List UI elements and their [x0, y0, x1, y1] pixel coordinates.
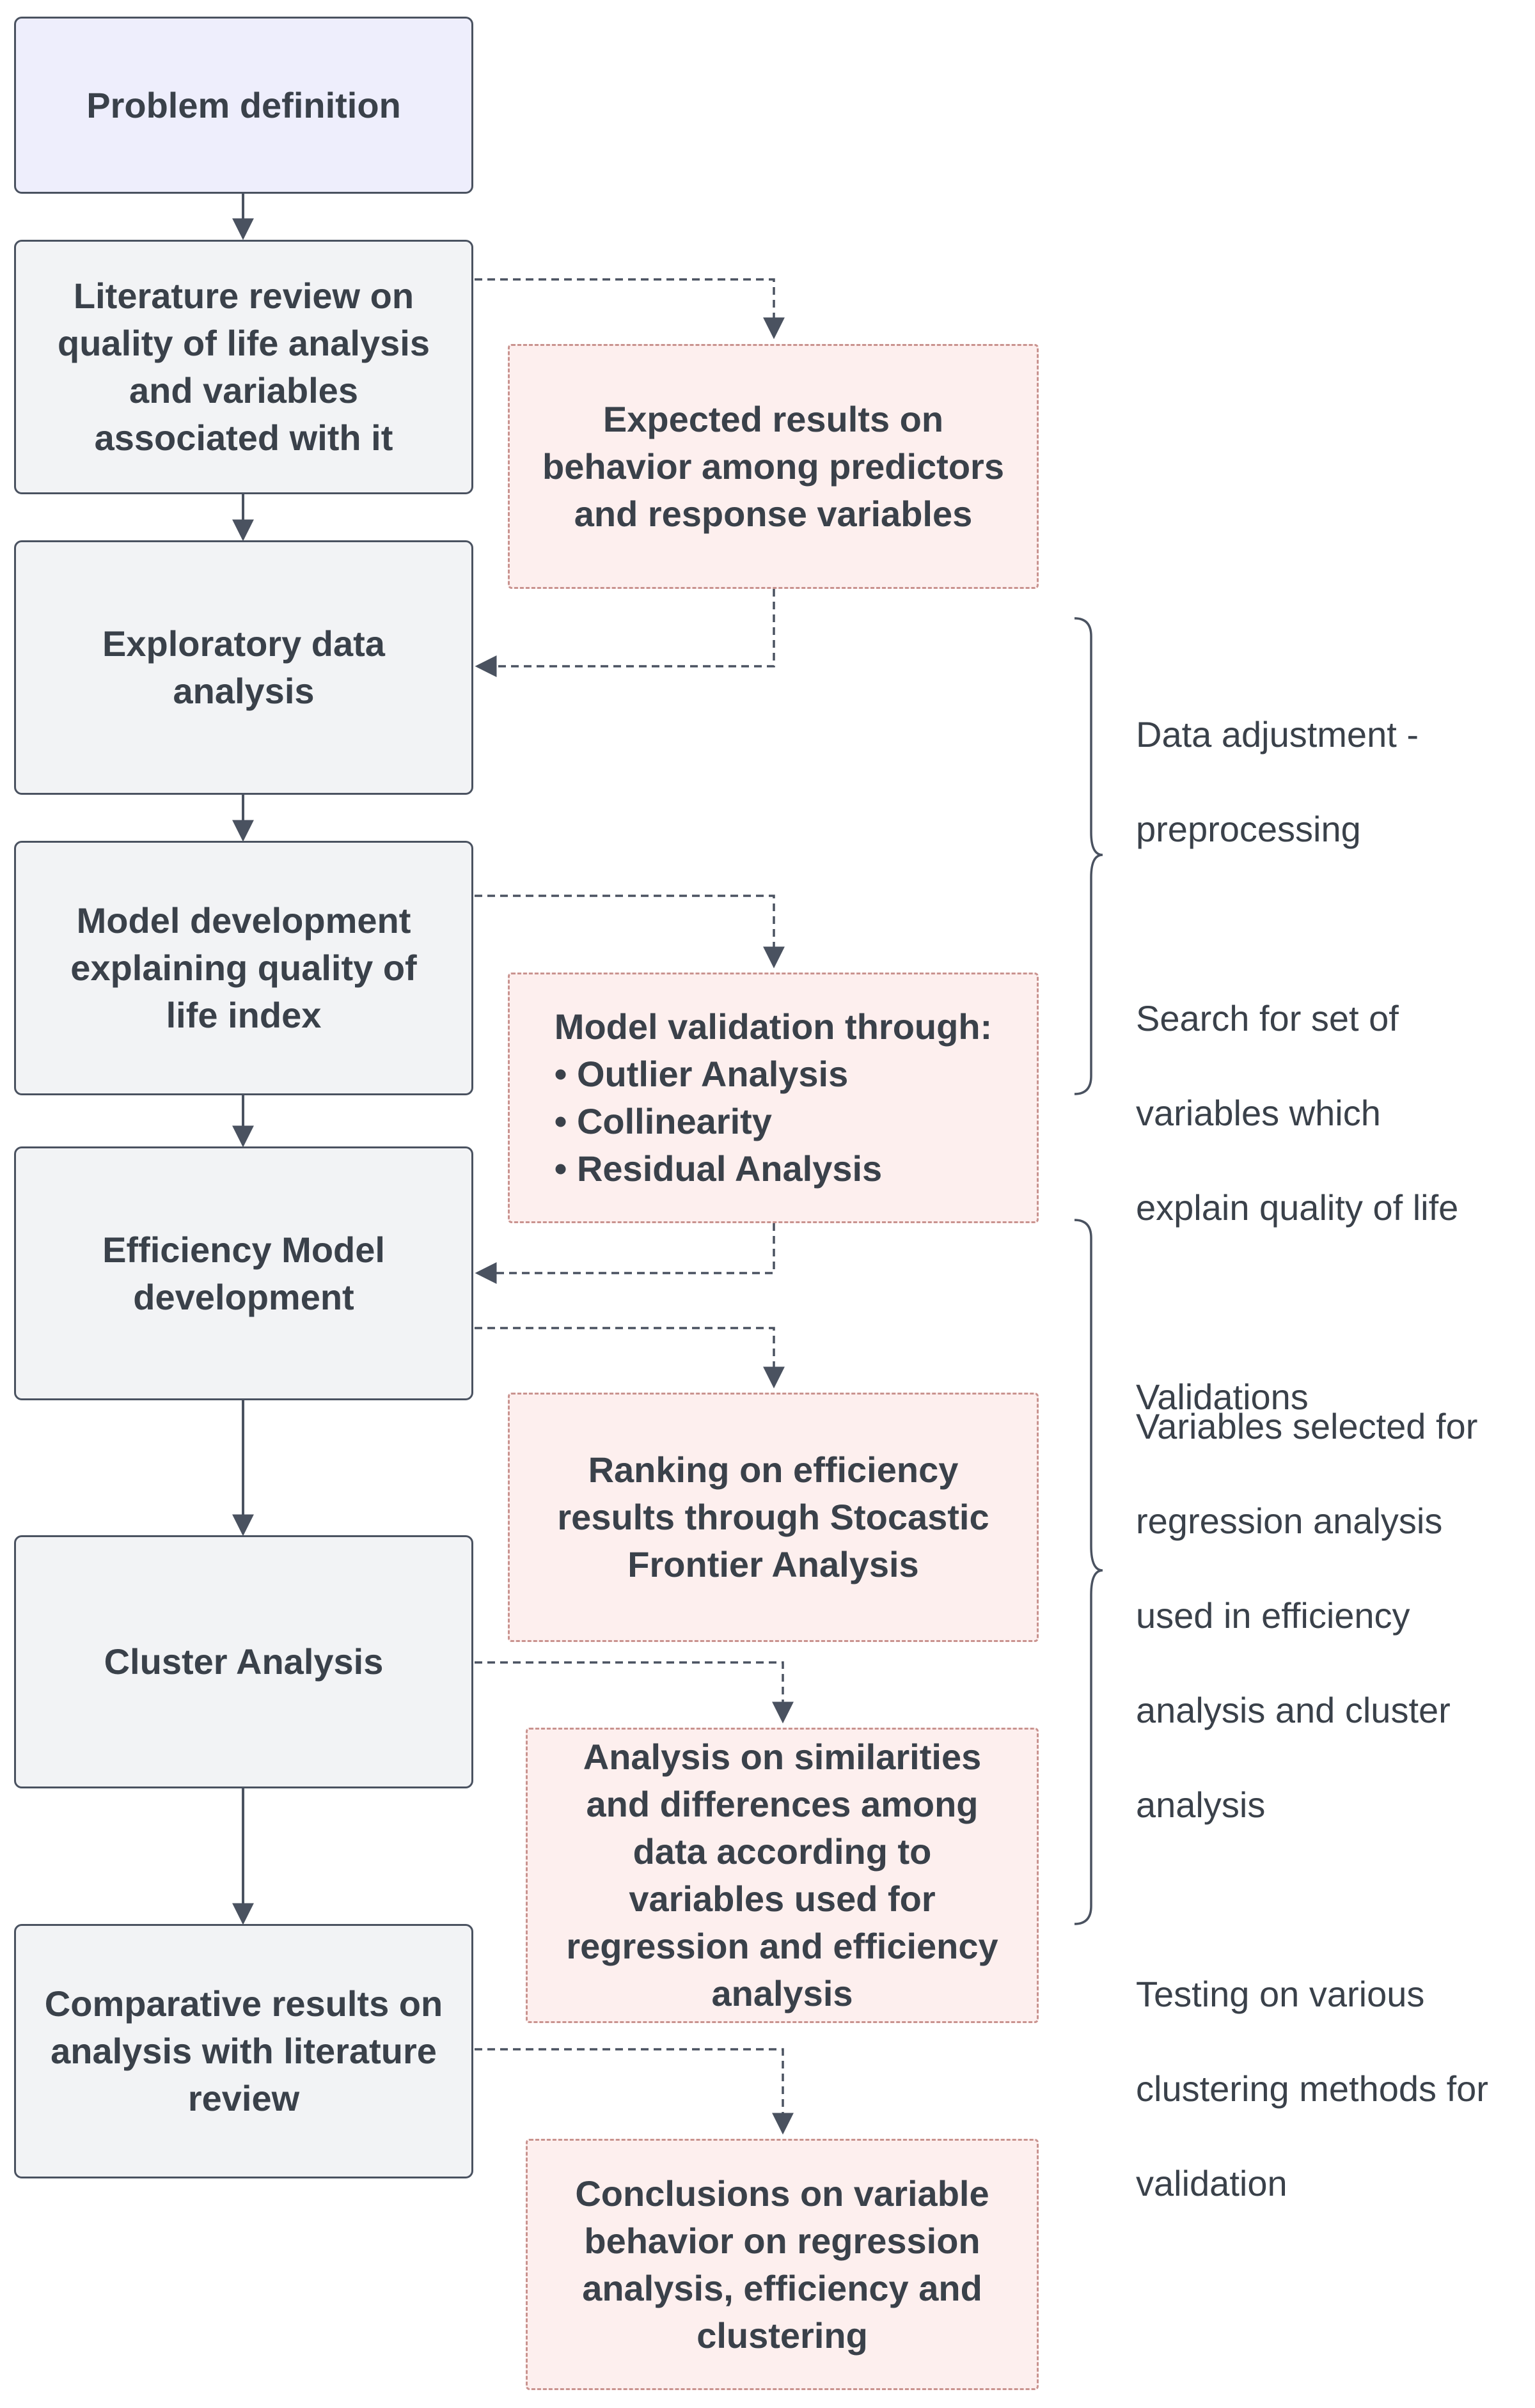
validation-item: Outlier Analysis: [555, 1051, 992, 1098]
step-line: Exploratory data: [102, 623, 385, 664]
output-conclusions: Conclusions on variable behavior on regr…: [526, 2139, 1039, 2390]
annotation-variables-selected: Variables selected for regression analys…: [1136, 1356, 1526, 2255]
output-line: regression and efficiency: [566, 1926, 998, 1966]
output-line: and differences among: [586, 1784, 979, 1824]
annotation-line: clustering methods for: [1136, 2068, 1488, 2109]
output-line: analysis: [711, 1973, 853, 2013]
dashed-connector-3: [475, 895, 785, 969]
output-line: Conclusions on variable: [575, 2173, 989, 2214]
annotation-spacer: [1136, 900, 1520, 948]
step-comparative-results: Comparative results on analysis with lit…: [14, 1924, 473, 2178]
step-line: review: [187, 2078, 300, 2118]
step-line: and variables: [129, 370, 358, 410]
annotation-line: used in efficiency: [1136, 1595, 1410, 1636]
step-line: Model development: [76, 900, 411, 941]
annotation-spacer: [1136, 1876, 1526, 1923]
step-line: Literature review on: [73, 276, 414, 316]
step-line: analysis with literature: [51, 2031, 437, 2071]
annotation-line: Validations: [1136, 1377, 1309, 1417]
annotation-line: Search for set of: [1136, 998, 1399, 1038]
output-line: Frontier Analysis: [627, 1544, 919, 1584]
step-line: quality of life analysis: [58, 323, 430, 363]
output-similarities-analysis: Analysis on similarities and differences…: [526, 1728, 1039, 2023]
step-line: Efficiency Model: [102, 1229, 385, 1270]
dashed-connector-2: [475, 589, 775, 677]
brace-1: [1074, 617, 1103, 1095]
annotation-line: regression analysis: [1136, 1501, 1443, 1541]
step-line: associated with it: [94, 418, 393, 458]
annotation-line: analysis: [1136, 1785, 1266, 1825]
output-efficiency-ranking: Ranking on efficiency results through St…: [508, 1393, 1039, 1642]
step-line: life index: [166, 995, 322, 1035]
annotation-preprocessing: Data adjustment - preprocessing Search f…: [1136, 664, 1520, 1468]
brace-2: [1074, 1219, 1103, 1925]
annotation-line: preprocessing: [1136, 809, 1361, 849]
annotation-line: Testing on various: [1136, 1974, 1425, 2014]
dashed-connector-7: [475, 2048, 794, 2135]
output-line: variables used for: [629, 1879, 936, 1919]
output-model-validation: Model validation through: Outlier Analys…: [508, 973, 1039, 1223]
output-line: clustering: [697, 2315, 868, 2356]
output-line: behavior among predictors: [542, 446, 1004, 487]
step-line: development: [133, 1276, 354, 1317]
step-line: analysis: [173, 671, 315, 711]
annotation-line: Variables selected for: [1136, 1406, 1478, 1446]
output-line: data according to: [633, 1831, 932, 1872]
output-line: behavior on regression: [584, 2220, 980, 2261]
output-expected-results: Expected results on behavior among predi…: [508, 344, 1039, 589]
annotation-line: analysis and cluster: [1136, 1690, 1451, 1730]
output-line: Analysis on similarities: [583, 1737, 982, 1777]
step-literature-review: Literature review on quality of life ana…: [14, 240, 473, 494]
step-model-development: Model development explaining quality of …: [14, 841, 473, 1095]
validation-item: Collinearity: [555, 1098, 992, 1145]
dashed-connector-1: [475, 278, 785, 340]
output-line: and response variables: [574, 493, 973, 534]
step-efficiency-model-development: Efficiency Model development: [14, 1146, 473, 1400]
annotation-spacer: [1136, 1279, 1520, 1326]
step-exploratory-data-analysis: Exploratory data analysis: [14, 540, 473, 795]
validation-title: Model validation through:: [554, 1006, 993, 1047]
step-line: explaining quality of: [70, 948, 417, 988]
annotation-line: Data adjustment -: [1136, 714, 1419, 754]
output-line: analysis, efficiency and: [582, 2267, 982, 2308]
annotation-line: variables which: [1136, 1093, 1381, 1133]
output-line: Ranking on efficiency: [588, 1450, 959, 1490]
step-line: Comparative results on: [44, 1983, 443, 2024]
step-line: Cluster Analysis: [104, 1641, 384, 1682]
annotation-line: validation: [1136, 2163, 1287, 2203]
validation-list: Outlier Analysis Collinearity Residual A…: [555, 1051, 992, 1192]
dashed-connector-4: [475, 1223, 775, 1284]
step-cluster-analysis: Cluster Analysis: [14, 1535, 473, 1788]
dashed-connector-6: [475, 1661, 794, 1724]
output-line: results through Stocastic: [557, 1497, 989, 1537]
output-line: Expected results on: [602, 398, 944, 439]
step-problem-definition: Problem definition: [14, 17, 473, 194]
validation-item: Residual Analysis: [555, 1145, 992, 1192]
step-line: Problem definition: [86, 84, 401, 125]
dashed-connector-5: [475, 1327, 785, 1389]
annotation-line: explain quality of life: [1136, 1187, 1459, 1228]
